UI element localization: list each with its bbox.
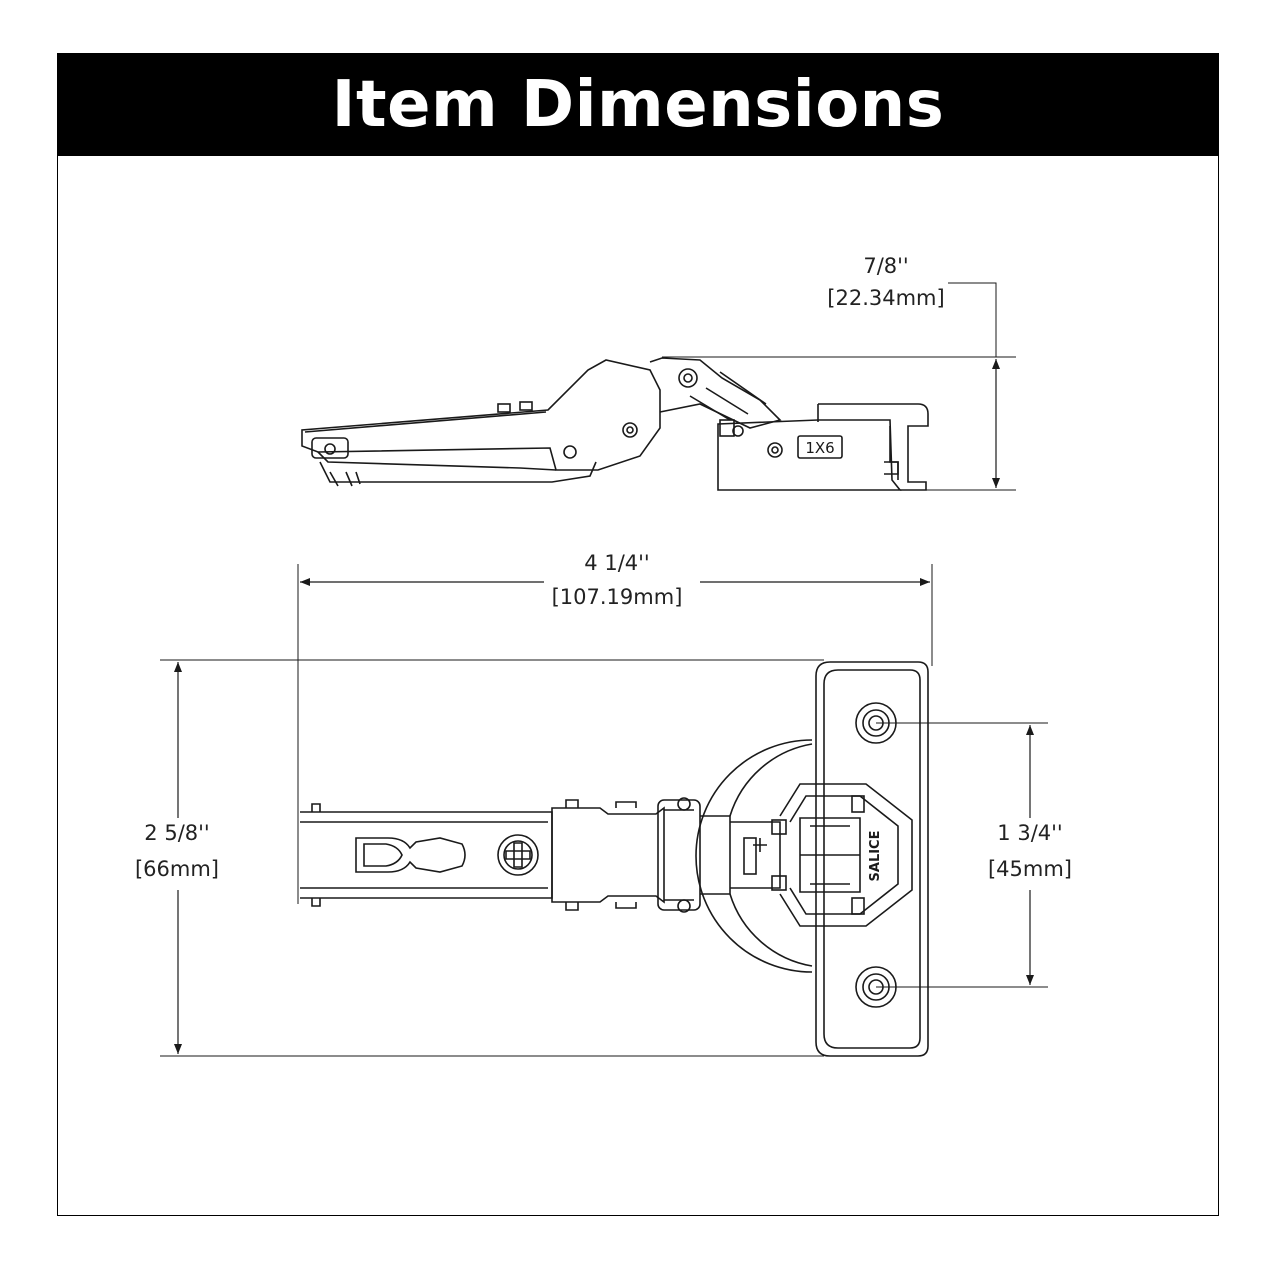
dimension-height-side: 7/8'' [22.34mm]: [662, 254, 1016, 491]
header-banner: Item Dimensions: [57, 53, 1219, 156]
height-side-metric: [22.34mm]: [827, 286, 944, 310]
length-imperial: 4 1/4'': [584, 551, 649, 575]
height-side-imperial: 7/8'': [863, 254, 908, 278]
length-metric: [107.19mm]: [552, 585, 683, 609]
hinge-top-view: SALICE: [300, 661, 929, 1057]
hinge-side-view: 1X6: [301, 357, 929, 491]
hole-spacing-metric: [45mm]: [988, 857, 1072, 881]
page-title: Item Dimensions: [331, 67, 945, 142]
dimension-hole-spacing: 1 3/4'' [45mm]: [876, 722, 1072, 988]
brand-marking: SALICE: [868, 831, 883, 882]
width-metric: [66mm]: [135, 857, 219, 881]
size-code-label: 1X6: [805, 439, 834, 457]
dimension-width: 2 5/8'' [66mm]: [135, 659, 824, 1057]
dimension-length: 4 1/4'' [107.19mm]: [297, 551, 933, 904]
width-imperial: 2 5/8'': [144, 821, 209, 845]
hole-spacing-imperial: 1 3/4'': [997, 821, 1062, 845]
